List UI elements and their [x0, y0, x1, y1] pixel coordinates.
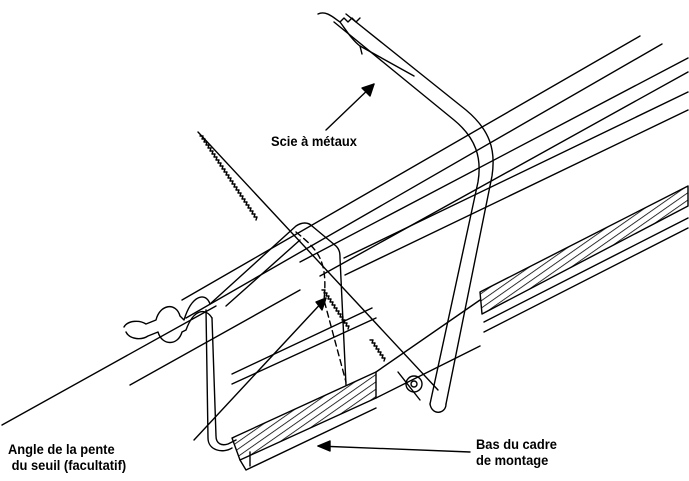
sill-end-profile	[205, 222, 347, 452]
brush-strip	[231, 185, 689, 471]
hacksaw-label: Scie à métaux	[271, 133, 357, 149]
frame-bottom-label: Bas du cadre de montage	[476, 436, 557, 468]
slope-angle-label: Angle de la pente du seuil (facultatif)	[8, 441, 126, 473]
hacksaw-frame	[317, 12, 494, 413]
leader-lines	[193, 83, 471, 453]
frame-bottom-label-line2: de montage	[476, 452, 549, 468]
profile-lip	[123, 296, 213, 344]
frame-rail	[1, 35, 689, 426]
frame-bottom-label-line1: Bas du cadre	[476, 436, 557, 452]
hacksaw-blade	[197, 131, 439, 391]
slope-angle-label-line2: du seuil (facultatif)	[11, 457, 127, 473]
slope-angle-label-line1: Angle de la pente	[8, 441, 115, 457]
